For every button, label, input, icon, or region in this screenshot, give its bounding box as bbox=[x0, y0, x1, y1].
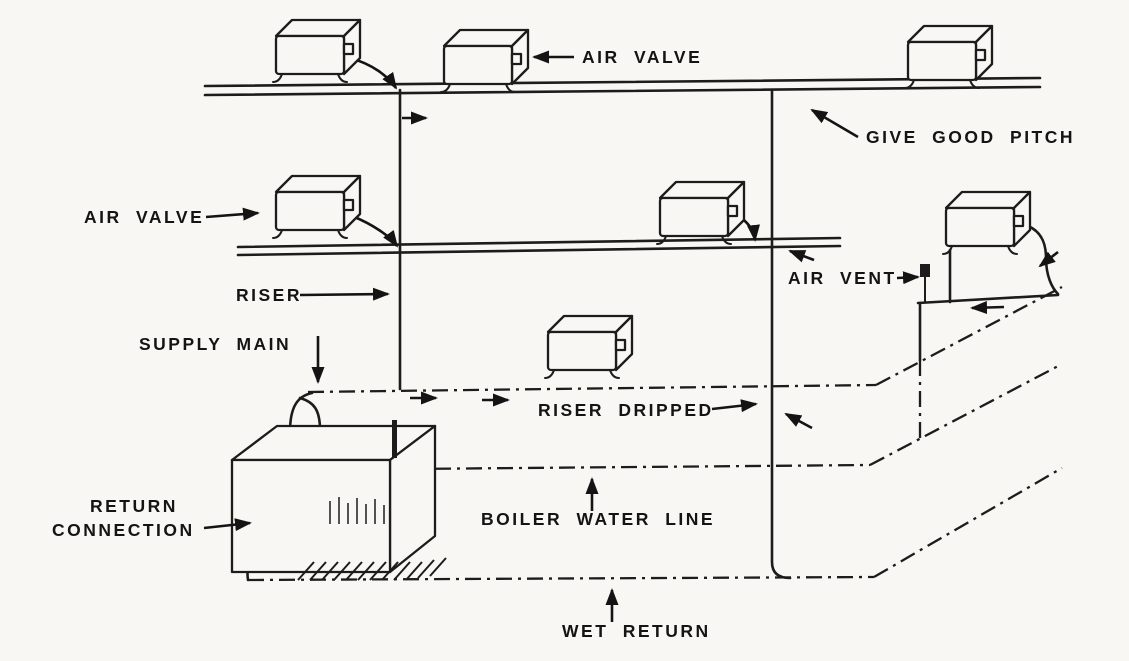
top-main-lower-line bbox=[203, 85, 1042, 97]
label-riser-dripped: RISER DRIPPED bbox=[538, 400, 714, 420]
label-give-good-pitch: GIVE GOOD PITCH bbox=[866, 127, 1075, 147]
second-floor-main-upper-line bbox=[236, 236, 842, 249]
radiator-top-left bbox=[271, 18, 362, 84]
wet-return-line bbox=[247, 575, 875, 582]
leader-arrow-return-connection bbox=[203, 518, 252, 532]
supply-main-diagonal bbox=[875, 285, 1063, 387]
radiators bbox=[271, 18, 1032, 380]
leader-arrow-air-vent bbox=[896, 271, 920, 285]
wet-return-diagonal bbox=[873, 467, 1063, 578]
boiler-gauge-ticks bbox=[329, 497, 385, 524]
flow-arrow-r4-runout bbox=[351, 214, 399, 248]
label-return-connection-line2: CONNECTION bbox=[52, 520, 195, 540]
labels: AIR VALVE GIVE GOOD PITCH AIR VALVE RISE… bbox=[52, 47, 1075, 641]
leader-arrow-give-good-pitch bbox=[810, 108, 859, 139]
label-wet-return: WET RETURN bbox=[562, 621, 711, 641]
label-riser: RISER bbox=[236, 285, 302, 305]
supply-main-line bbox=[307, 383, 877, 394]
flow-arrows bbox=[402, 111, 1059, 430]
air-vent-symbol bbox=[920, 264, 930, 277]
flow-arrow-right-horizontal bbox=[970, 301, 1005, 315]
piping bbox=[203, 76, 1063, 582]
radiator-second-left bbox=[271, 174, 362, 240]
gauge-glass bbox=[392, 420, 397, 458]
flow-arrow-riser-drip bbox=[784, 412, 813, 430]
right-branch-horizontal-pipe bbox=[916, 293, 1060, 305]
label-air-valve-left: AIR VALVE bbox=[84, 207, 204, 227]
radiator-right-branch bbox=[941, 190, 1032, 256]
boiler-water-line-line bbox=[403, 463, 871, 471]
radiator-first-floor bbox=[543, 314, 634, 380]
boiler-front-face bbox=[230, 458, 392, 574]
right-radiator-runout bbox=[1026, 224, 1060, 296]
label-air-vent: AIR VENT bbox=[788, 268, 897, 288]
boiler bbox=[230, 420, 447, 581]
flow-arrow-right-diagonal bbox=[1038, 250, 1059, 268]
boiler-hatching bbox=[297, 557, 447, 581]
second-floor-main-lower-line bbox=[236, 244, 842, 257]
radiator-second-middle bbox=[655, 180, 746, 246]
label-boiler-water-line: BOILER WATER LINE bbox=[481, 509, 715, 529]
label-return-connection-line1: RETURN bbox=[90, 496, 178, 516]
riser-2-dripped bbox=[770, 88, 792, 580]
flow-arrow-second-floor-right bbox=[788, 249, 815, 263]
boiler-water-line-diagonal bbox=[869, 362, 1063, 467]
leader-arrow-air-valve-left bbox=[205, 207, 260, 221]
top-main-upper-line bbox=[203, 76, 1042, 88]
leader-arrow-riser-dripped bbox=[711, 399, 758, 413]
label-air-valve-top: AIR VALVE bbox=[582, 47, 702, 67]
leader-arrow-riser bbox=[299, 287, 390, 301]
label-supply-main: SUPPLY MAIN bbox=[139, 334, 291, 354]
